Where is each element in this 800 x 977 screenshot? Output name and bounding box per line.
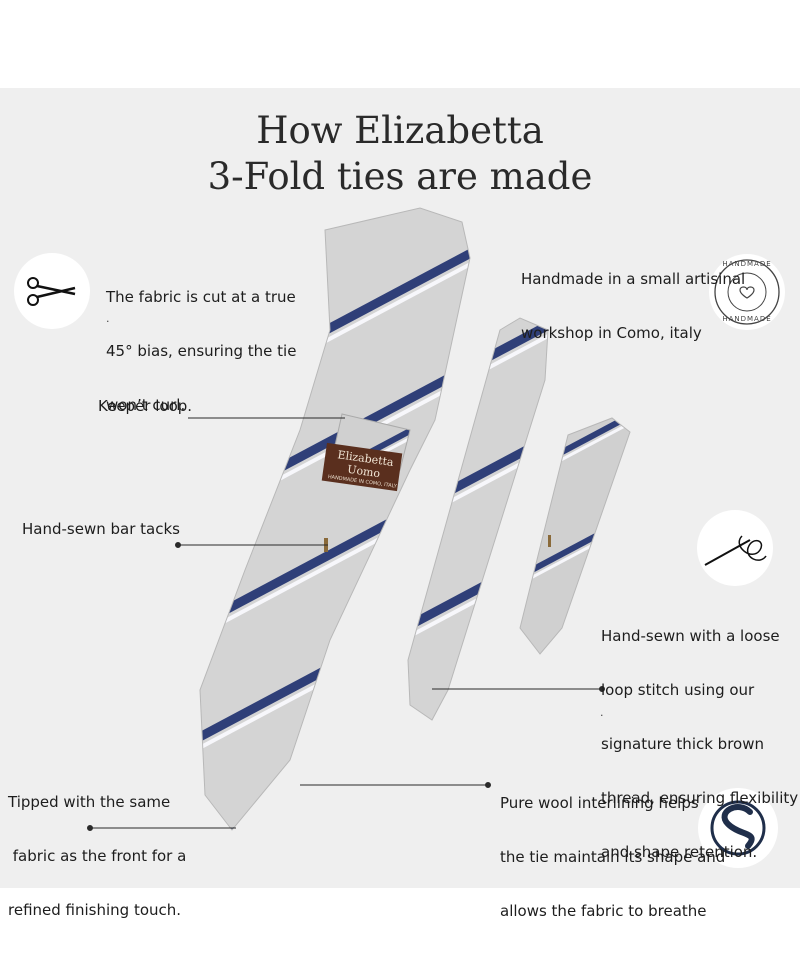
tie-front-blade [199,207,471,831]
handmade-note: Handmade in a small artisinal workshop i… [521,234,745,360]
brand-logo-icon [698,788,778,868]
loopstitch-note-line: and shape retention. [601,843,758,861]
loopstitch-note-line: thread, ensuring flexibility [601,789,799,807]
wool-note: Pure wool interlining helps the tie main… [500,758,725,938]
tipped-note-line: fabric as the front for a [8,847,187,865]
keeper-note: Keeper loop. [98,397,193,415]
tie-tail-blade [519,417,631,655]
tie-middle-section [407,317,549,721]
wool-note-line: Pure wool interlining helps [500,794,699,812]
loopstitch-note-line: signature thick brown [601,735,764,753]
stamp-text-bottom: HANDMADE [722,315,772,323]
bias-note-line: The fabric is cut at a true [106,288,296,306]
needle-thread-icon [697,510,773,586]
page-title-line1: How Elizabetta [256,109,544,152]
brand-label [321,442,403,492]
handmade-stamp-icon [709,254,785,330]
bar-tack [548,535,551,547]
page-title-line2: 3-Fold ties are made [207,155,593,198]
scissors-icon [14,253,90,329]
handmade-note-line: workshop in Como, italy [521,324,702,342]
loopstitch-note: Hand-sewn with a loose loop stitch using… [601,591,798,879]
loopstitch-note-trailing: . [600,706,604,719]
bias-note-trailing: . [106,312,110,325]
wool-note-line: the tie maintain its shape and [500,848,726,866]
bias-note-line: 45° bias, ensuring the tie [106,342,297,360]
loopstitch-note-line: Hand-sewn with a loose [601,627,780,645]
handmade-note-line: Handmade in a small artisinal [521,270,746,288]
loopstitch-note-line: loop stitch using our [601,681,755,699]
bartacks-note: Hand-sewn bar tacks [22,520,180,538]
tipped-note-line: refined finishing touch. [8,901,182,919]
bias-note: The fabric is cut at a true 45° bias, en… [106,252,296,432]
tipped-note: Tipped with the same fabric as the front… [8,757,186,937]
bias-note-line: won’t curl. [106,396,186,414]
wool-note-line: allows the fabric to breathe [500,902,707,920]
stamp-text-top: HANDMADE [722,260,772,268]
tipped-note-line: Tipped with the same [8,793,171,811]
